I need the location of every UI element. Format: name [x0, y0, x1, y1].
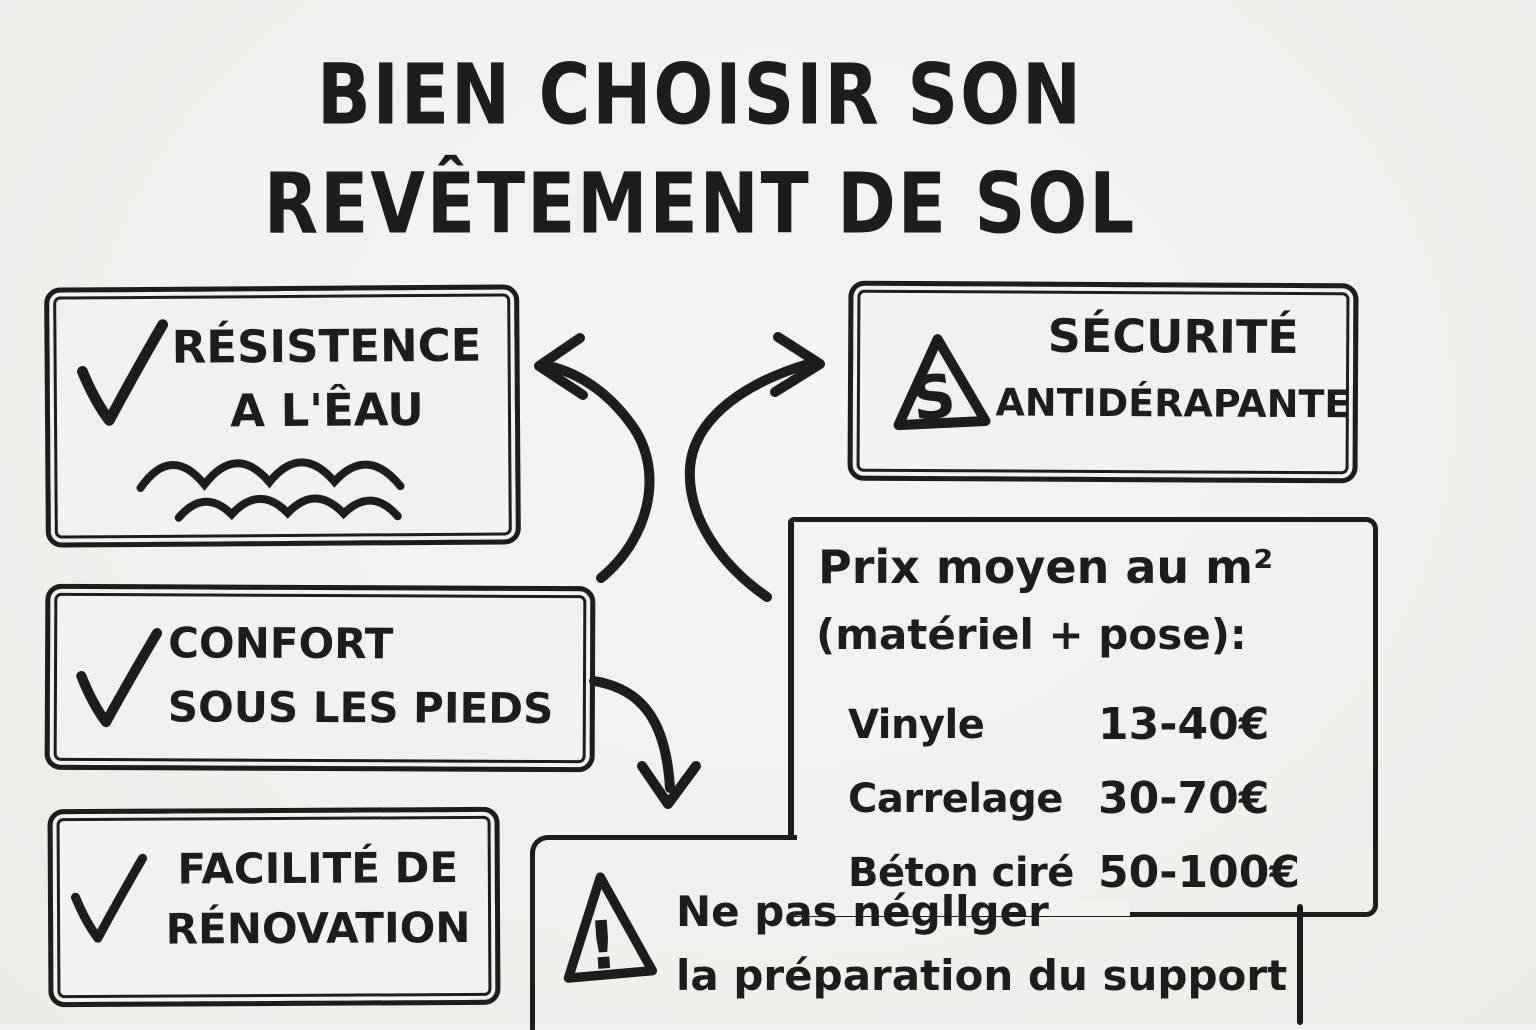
security-text-line1: SÉCURITÉ — [1047, 308, 1299, 365]
criterion-text-line2: A L'ÊAU — [229, 383, 424, 438]
checkmark-stroke — [76, 628, 163, 728]
price-material: Vinyle — [848, 702, 985, 748]
criterion-text-line1: FACILITÉ DE — [177, 843, 459, 894]
security-text-line2: ANTIDÉRAPANTE — [995, 380, 1351, 427]
slip-warning-triangle-icon: S — [893, 334, 991, 436]
criterion-text-line2: RÉNOVATION — [165, 902, 471, 954]
price-box-left-border — [788, 519, 794, 840]
security-box: S SÉCURITÉ ANTIDÉRAPANTE — [847, 280, 1359, 484]
price-row-beton-cire: Béton ciré 50-100€ — [848, 836, 1348, 910]
price-material: Carrelage — [848, 776, 1063, 822]
price-material: Béton ciré — [848, 850, 1074, 896]
warning-text-line2: la préparation du support — [676, 951, 1288, 1000]
price-row-carrelage: Carrelage 30-70€ — [848, 762, 1348, 836]
price-heading-line2: (matériel + pose): — [816, 610, 1247, 659]
price-range: 30-70€ — [1098, 773, 1270, 824]
arrow-to-water-resistance — [544, 361, 655, 583]
checkmark-stroke — [77, 319, 169, 426]
criterion-box-comfort: CONFORT SOUS LES PIEDS — [44, 583, 596, 773]
price-heading-line1: Prix moyen au m² — [818, 540, 1274, 594]
checkmark-stroke — [70, 853, 148, 943]
price-box-open-bottom — [780, 899, 1130, 916]
criterion-box-renovation: FACILITÉ DE RÉNOVATION — [47, 806, 501, 1008]
page-title: BIEN CHOISIR SON REVÊTEMENT DE SOL — [73, 40, 1327, 258]
wave-line-1 — [136, 458, 405, 492]
warning-text: Ne pas négllger la préparation du suppor… — [676, 880, 1288, 1008]
arrow-to-security-head — [770, 332, 825, 397]
price-range: 50-100€ — [1098, 847, 1300, 898]
warning-box-left-border — [530, 835, 797, 1030]
criterion-box-water-resistance: RÉSISTENCE A L'ÊAU — [44, 284, 521, 548]
price-list: Vinyle 13-40€ Carrelage 30-70€ Béton cir… — [848, 688, 1348, 910]
title-line-2: REVÊTEMENT DE SOL — [263, 154, 1137, 253]
criterion-label-renovation: FACILITÉ DE RÉNOVATION — [153, 838, 484, 960]
arrow-to-warning-head — [637, 761, 701, 809]
checkmark-icon — [76, 628, 163, 728]
wave-line-2 — [174, 494, 402, 522]
triangle-outline — [893, 334, 991, 431]
criterion-text-line2: SOUS LES PIEDS — [167, 682, 554, 734]
title-line-1: BIEN CHOISIR SON — [316, 45, 1084, 144]
criterion-text-line1: RÉSISTENCE — [171, 318, 482, 374]
price-row-vinyle: Vinyle 13-40€ — [848, 688, 1348, 762]
checkmark-icon — [77, 319, 169, 426]
triangle-outline — [563, 872, 658, 983]
slip-letter: S — [908, 361, 960, 436]
criterion-label-water-resistance: RÉSISTENCE A L'ÊAU — [161, 314, 492, 444]
water-waves-icon — [136, 458, 405, 522]
exclamation-mark: ! — [585, 906, 621, 986]
warning-box-right-border — [1297, 904, 1303, 1025]
checkmark-icon — [70, 853, 148, 943]
criterion-text-line1: CONFORT — [168, 618, 394, 669]
criterion-label-comfort: CONFORT SOUS LES PIEDS — [168, 611, 589, 741]
warning-text-line1: Ne pas négllger — [676, 887, 1049, 936]
arrow-to-warning — [589, 676, 675, 793]
price-range: 13-40€ — [1098, 699, 1270, 750]
warning-triangle-icon: ! — [563, 872, 658, 986]
arrow-to-water-resistance-head — [534, 333, 588, 400]
